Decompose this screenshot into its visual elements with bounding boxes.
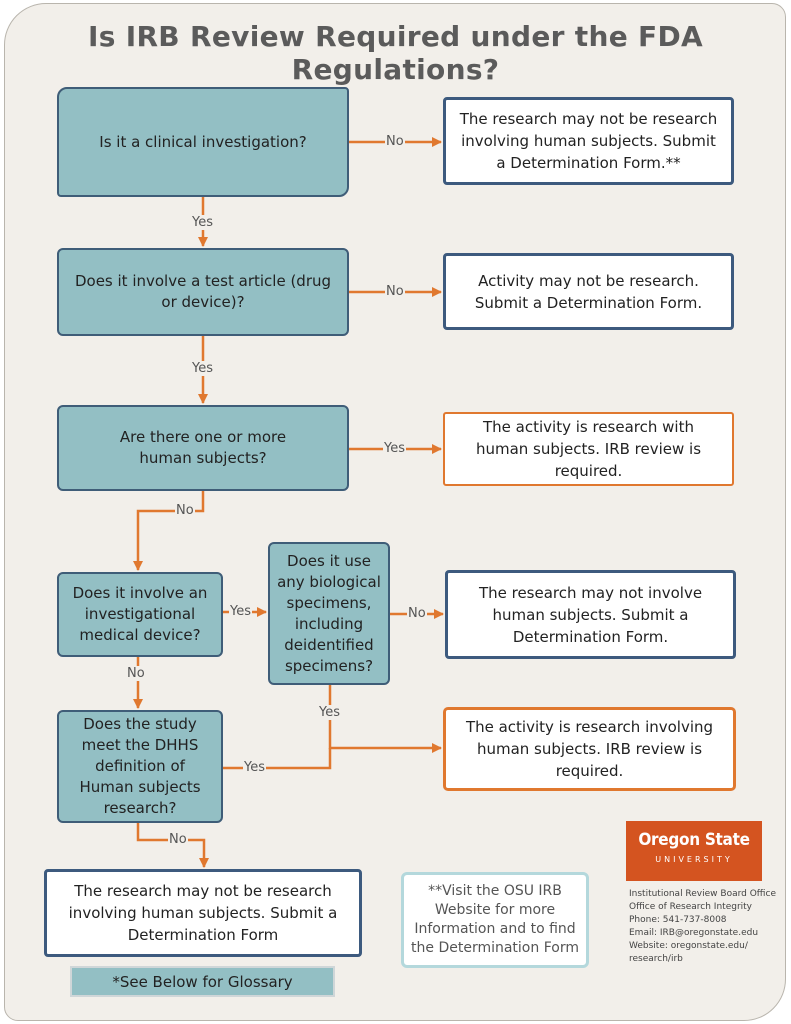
- label-yes: Yes: [318, 705, 341, 720]
- question-biological-specimens: Does it use any biological specimens, in…: [268, 542, 390, 685]
- label-yes: Yes: [191, 215, 214, 230]
- outcome-not-involve-human-subjects: The research may not involve human subje…: [445, 570, 736, 659]
- question-dhhs-definition: Does the study meet the DHHS definition …: [57, 710, 223, 823]
- label-no: No: [385, 134, 405, 149]
- outcome-not-research: Activity may not be research. Submit a D…: [443, 253, 734, 330]
- outcome-not-human-subjects-2: The research may not be research involvi…: [44, 869, 362, 957]
- contact-line: Institutional Review Board Office: [629, 889, 776, 899]
- arrow-dhhs-yes: [222, 748, 332, 770]
- glossary-button[interactable]: *See Below for Glossary: [70, 966, 335, 997]
- arrow-specimens-yes: [328, 684, 442, 753]
- label-no: No: [175, 503, 195, 518]
- label-yes: Yes: [191, 361, 214, 376]
- oregon-state-logo: Oregon State UNIVERSITY: [626, 821, 762, 881]
- question-clinical-investigation: Is it a clinical investigation?: [57, 87, 349, 197]
- logo-name: Oregon State: [638, 830, 750, 850]
- question-investigational-device: Does it involve an investigational medic…: [57, 572, 223, 657]
- label-no: No: [385, 284, 405, 299]
- contact-phone: Phone: 541-737-8008: [629, 915, 727, 925]
- label-no: No: [168, 832, 188, 847]
- outcome-irb-required: The activity is research with human subj…: [443, 412, 734, 486]
- contact-website: Website: oregonstate.edu/: [629, 941, 748, 951]
- label-yes: Yes: [243, 760, 266, 775]
- irb-website-note: **Visit the OSU IRB Website for more Inf…: [401, 872, 589, 968]
- contact-line: Office of Research Integrity: [629, 902, 753, 912]
- arrow-human-no: [133, 490, 205, 571]
- outcome-not-human-subjects: The research may not be research involvi…: [443, 97, 734, 185]
- contact-email: Email: IRB@oregonstate.edu: [629, 928, 759, 938]
- label-yes: Yes: [229, 604, 252, 619]
- label-no: No: [126, 666, 146, 681]
- question-human-subjects: Are there one or more human subjects?: [57, 405, 349, 491]
- label-no: No: [407, 606, 427, 621]
- contact-info: Institutional Review Board Office Office…: [629, 888, 776, 966]
- logo-subtitle: UNIVERSITY: [655, 855, 733, 864]
- question-test-article: Does it involve a test article (drug or …: [57, 248, 349, 336]
- page-title: Is IRB Review Required under the FDA Reg…: [88, 20, 703, 86]
- label-yes: Yes: [383, 441, 406, 456]
- contact-website-path: research/irb: [629, 954, 683, 964]
- outcome-irb-required-2: The activity is research involving human…: [443, 707, 736, 791]
